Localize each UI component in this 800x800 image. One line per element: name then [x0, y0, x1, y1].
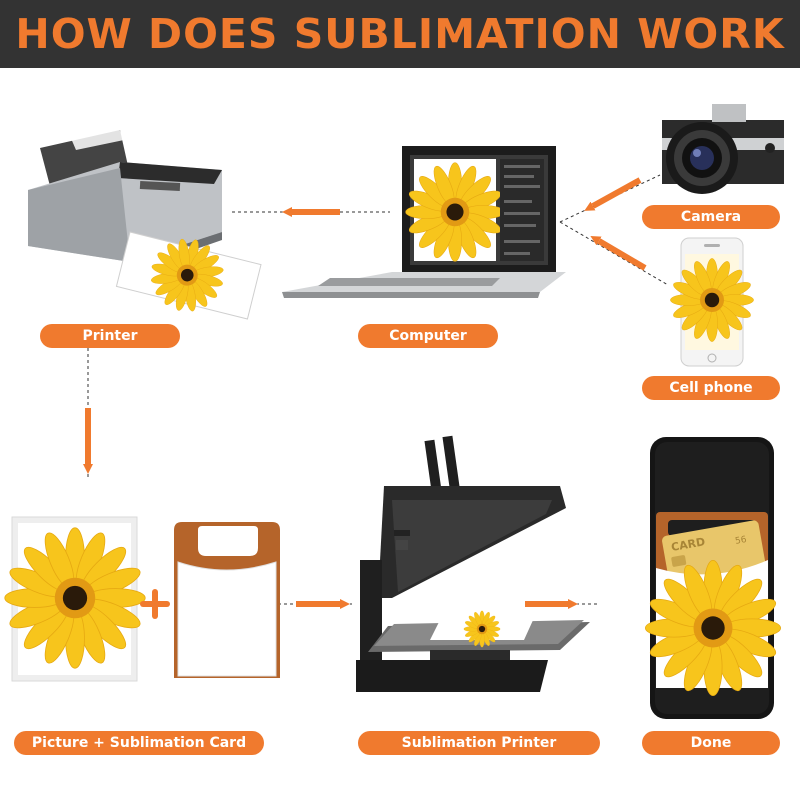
plus-icon [140, 589, 170, 619]
label-camera: Camera [642, 205, 780, 229]
header-banner: HOW DOES SUBLIMATION WORK [0, 0, 800, 68]
heat-press-icon [356, 435, 590, 692]
card-number-text: 56 [734, 535, 747, 547]
printer-icon [28, 126, 262, 320]
laptop-icon [282, 146, 566, 298]
camera-icon [662, 104, 784, 194]
label-done: Done [642, 731, 780, 755]
label-cell-phone: Cell phone [642, 376, 780, 400]
flow-arrows [83, 177, 647, 609]
page-title: HOW DOES SUBLIMATION WORK [15, 10, 785, 58]
sublimation-card-icon [174, 522, 280, 678]
label-printer: Printer [40, 324, 180, 348]
label-sublimation-printer: Sublimation Printer [358, 731, 600, 755]
picture-icon [4, 516, 146, 682]
phone-wallet-icon: CARD 56 [644, 437, 782, 719]
arrow-icon [590, 235, 647, 271]
arrow-icon [584, 177, 642, 211]
label-computer: Computer [358, 324, 498, 348]
smartphone-icon [670, 237, 755, 367]
label-picture-card: Picture + Sublimation Card [14, 731, 264, 755]
card-text: CARD [670, 535, 706, 554]
